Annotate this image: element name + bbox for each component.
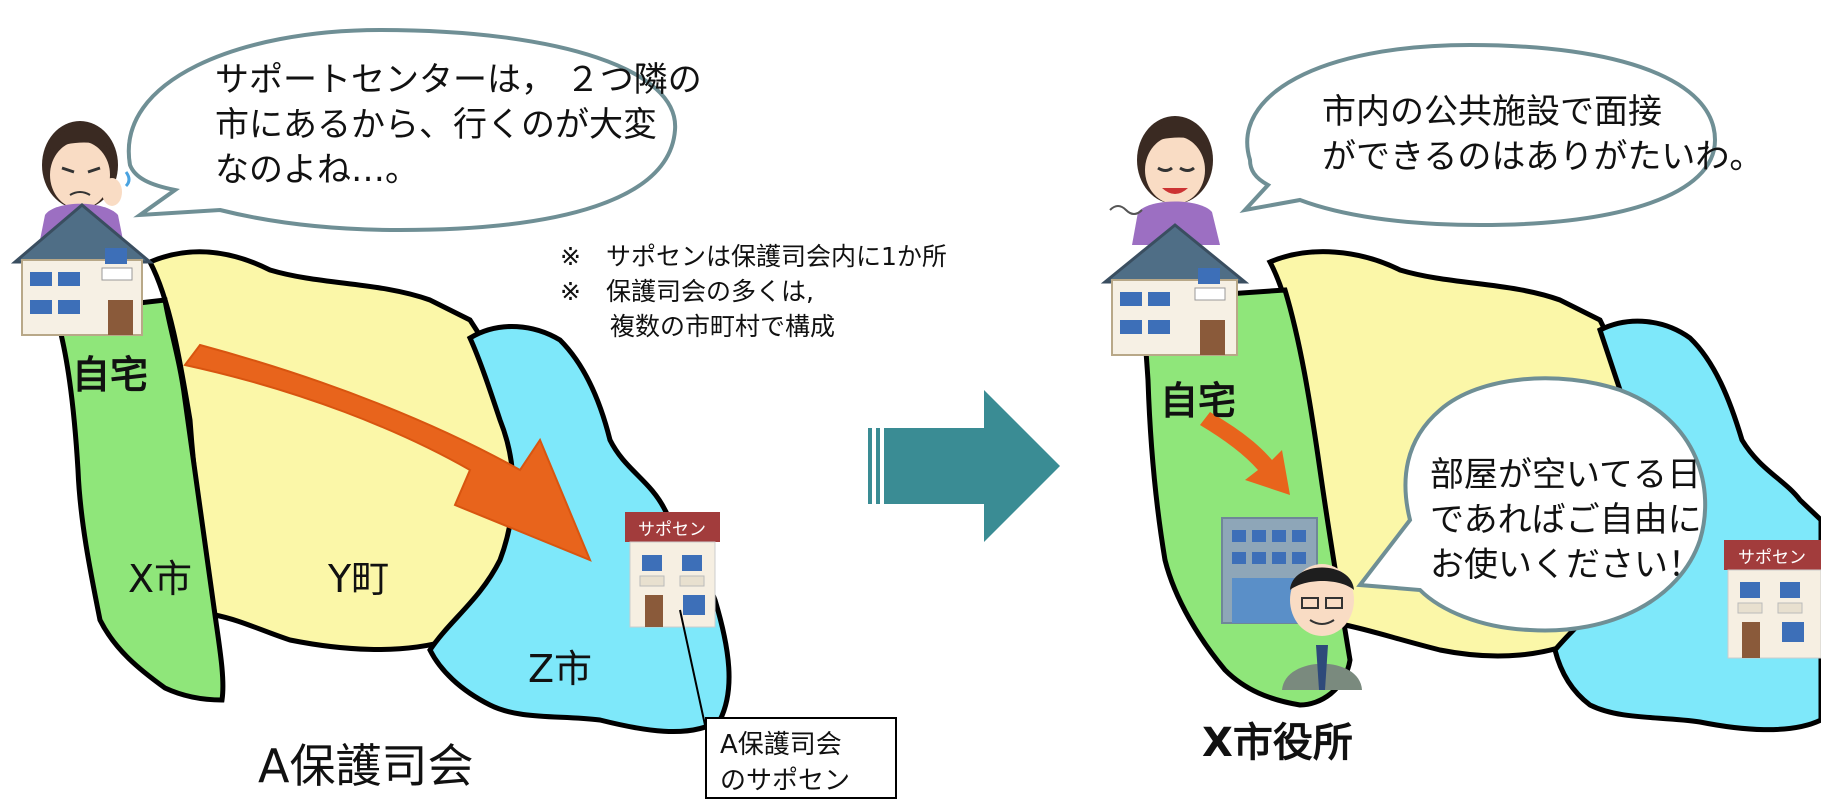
speech-bubble-left — [126, 27, 678, 233]
region-z-label: Z市 — [528, 647, 593, 691]
right-speech-line-1: 市内の公共施設で面接 — [1322, 92, 1662, 132]
home-label-left: 自宅 — [72, 353, 149, 397]
association-label: A保護司会 — [258, 739, 474, 793]
region-y-label: Y町 — [328, 557, 390, 601]
home-label-right: 自宅 — [1160, 379, 1237, 423]
note-line-2: ※ 保護司会の多くは, — [560, 277, 814, 306]
officer-person — [1282, 564, 1362, 690]
route-arrow — [183, 343, 592, 562]
officer-speech-line-2: であればご自由に — [1430, 500, 1702, 540]
callout-line-1: A保護司会 — [720, 730, 842, 760]
support-center-building-left — [625, 512, 720, 628]
speech-bubble-woman-right — [1239, 42, 1718, 228]
callout-box — [705, 717, 897, 799]
support-center-building-right — [1724, 540, 1821, 659]
office-sign-right: サポセン — [1738, 548, 1806, 568]
city-hall-label: X市役所 — [1202, 720, 1353, 766]
callout-line-2: のサポセン — [720, 766, 851, 796]
speech-line-1: サポートセンターは， ２つ隣の — [215, 60, 702, 100]
office-sign-left: サポセン — [638, 520, 706, 540]
officer-speech-line-1: 部屋が空いてる日 — [1430, 455, 1701, 495]
home-house-right — [1100, 223, 1250, 356]
relieved-woman — [1109, 116, 1220, 245]
route-arrow-short — [1200, 412, 1290, 495]
transition-arrow — [868, 390, 1060, 542]
region-x-city — [57, 297, 226, 703]
officer-speech-line-3: お使いください！ — [1430, 545, 1702, 585]
callout-line — [679, 609, 706, 726]
speech-line-3: なのよね…。 — [215, 150, 419, 190]
region-z-city — [427, 324, 732, 735]
note-line-1: ※ サポセンは保護司会内に1か所 — [560, 242, 947, 271]
speech-line-2: 市にあるから、行くのが大変 — [215, 105, 657, 145]
note-line-3: 複数の市町村で構成 — [560, 312, 836, 341]
home-house-left — [10, 203, 155, 336]
left-map — [57, 249, 732, 735]
region-x-label: X市 — [128, 557, 193, 601]
right-speech-line-2: ができるのはありがたいわ。 — [1322, 137, 1764, 177]
speech-bubble-officer — [1356, 376, 1708, 633]
